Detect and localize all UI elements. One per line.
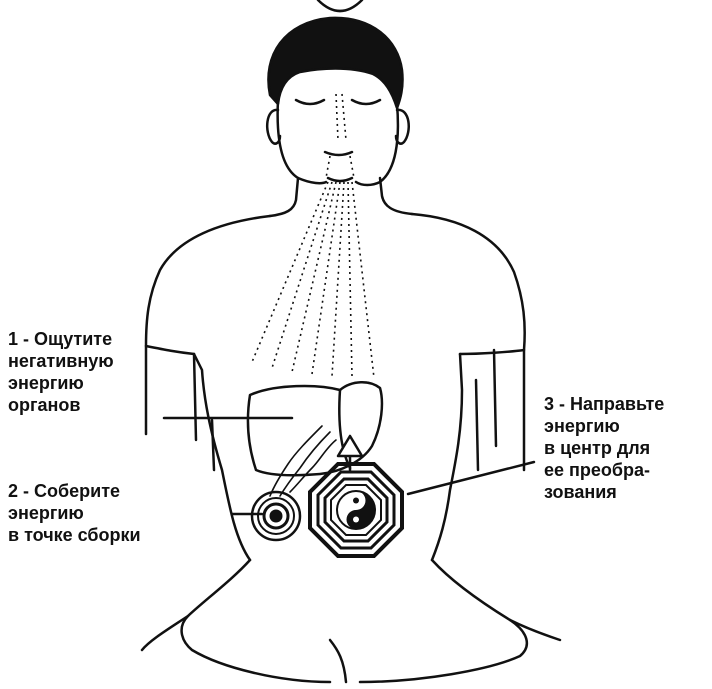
dotted-line xyxy=(350,156,354,178)
spiral-collection-point-icon xyxy=(252,492,300,540)
dotted-line xyxy=(292,182,336,372)
right-torso xyxy=(432,354,462,560)
right-eye xyxy=(352,100,380,104)
dotted-line xyxy=(326,156,330,178)
step-1-line-4: органов xyxy=(8,394,114,416)
left-eye xyxy=(296,100,324,104)
energy-dotted-lines xyxy=(252,94,374,378)
pointer-line-3 xyxy=(408,462,534,494)
step-1-line-3: энергию xyxy=(8,372,114,394)
dotted-line xyxy=(342,94,346,140)
left-arm-inner xyxy=(194,354,196,440)
left-arm-crease xyxy=(212,420,214,470)
step-3-label: 3 - Направьте энергию в центр для ее пре… xyxy=(544,393,664,503)
dotted-line xyxy=(352,182,374,378)
left-shoulder xyxy=(146,216,270,354)
right-knee-fold xyxy=(510,620,560,640)
chin xyxy=(328,178,352,181)
step-1-label: 1 - Ощутите негативную энергию органов xyxy=(8,328,114,416)
step-3-line-4: ее преобра- xyxy=(544,459,664,481)
step-1-line-1: 1 - Ощутите xyxy=(8,328,114,350)
liver-organ xyxy=(248,382,382,475)
neck-right xyxy=(380,178,412,214)
yin-yang-icon xyxy=(337,491,375,529)
top-circle-fragment xyxy=(318,0,362,11)
step-3-line-3: в центр для xyxy=(544,437,664,459)
bagua-octagon-icon xyxy=(310,464,402,556)
face-outline xyxy=(278,100,398,185)
step-3-line-2: энергию xyxy=(544,415,664,437)
right-arm-inner xyxy=(494,350,496,446)
mouth xyxy=(325,152,352,155)
dotted-line xyxy=(272,182,332,368)
neck-left xyxy=(270,178,298,216)
step-3-line-1: 3 - Направьте xyxy=(544,393,664,415)
step-1-line-2: негативную xyxy=(8,350,114,372)
center-fold xyxy=(330,640,346,682)
step-2-label: 2 - Соберите энергию в точке сборки xyxy=(8,480,141,546)
dotted-line xyxy=(332,182,344,376)
step-2-line-3: в точке сборки xyxy=(8,524,141,546)
step-2-line-1: 2 - Соберите xyxy=(8,480,141,502)
right-lower-body xyxy=(360,560,527,682)
left-lower-body xyxy=(182,560,330,682)
dotted-line xyxy=(336,94,338,140)
dotted-line xyxy=(348,182,352,376)
step-2-line-2: энергию xyxy=(8,502,141,524)
left-torso xyxy=(194,354,250,560)
step-3-line-5: зования xyxy=(544,481,664,503)
right-arm-crease xyxy=(476,380,478,470)
right-shoulder xyxy=(412,214,525,354)
